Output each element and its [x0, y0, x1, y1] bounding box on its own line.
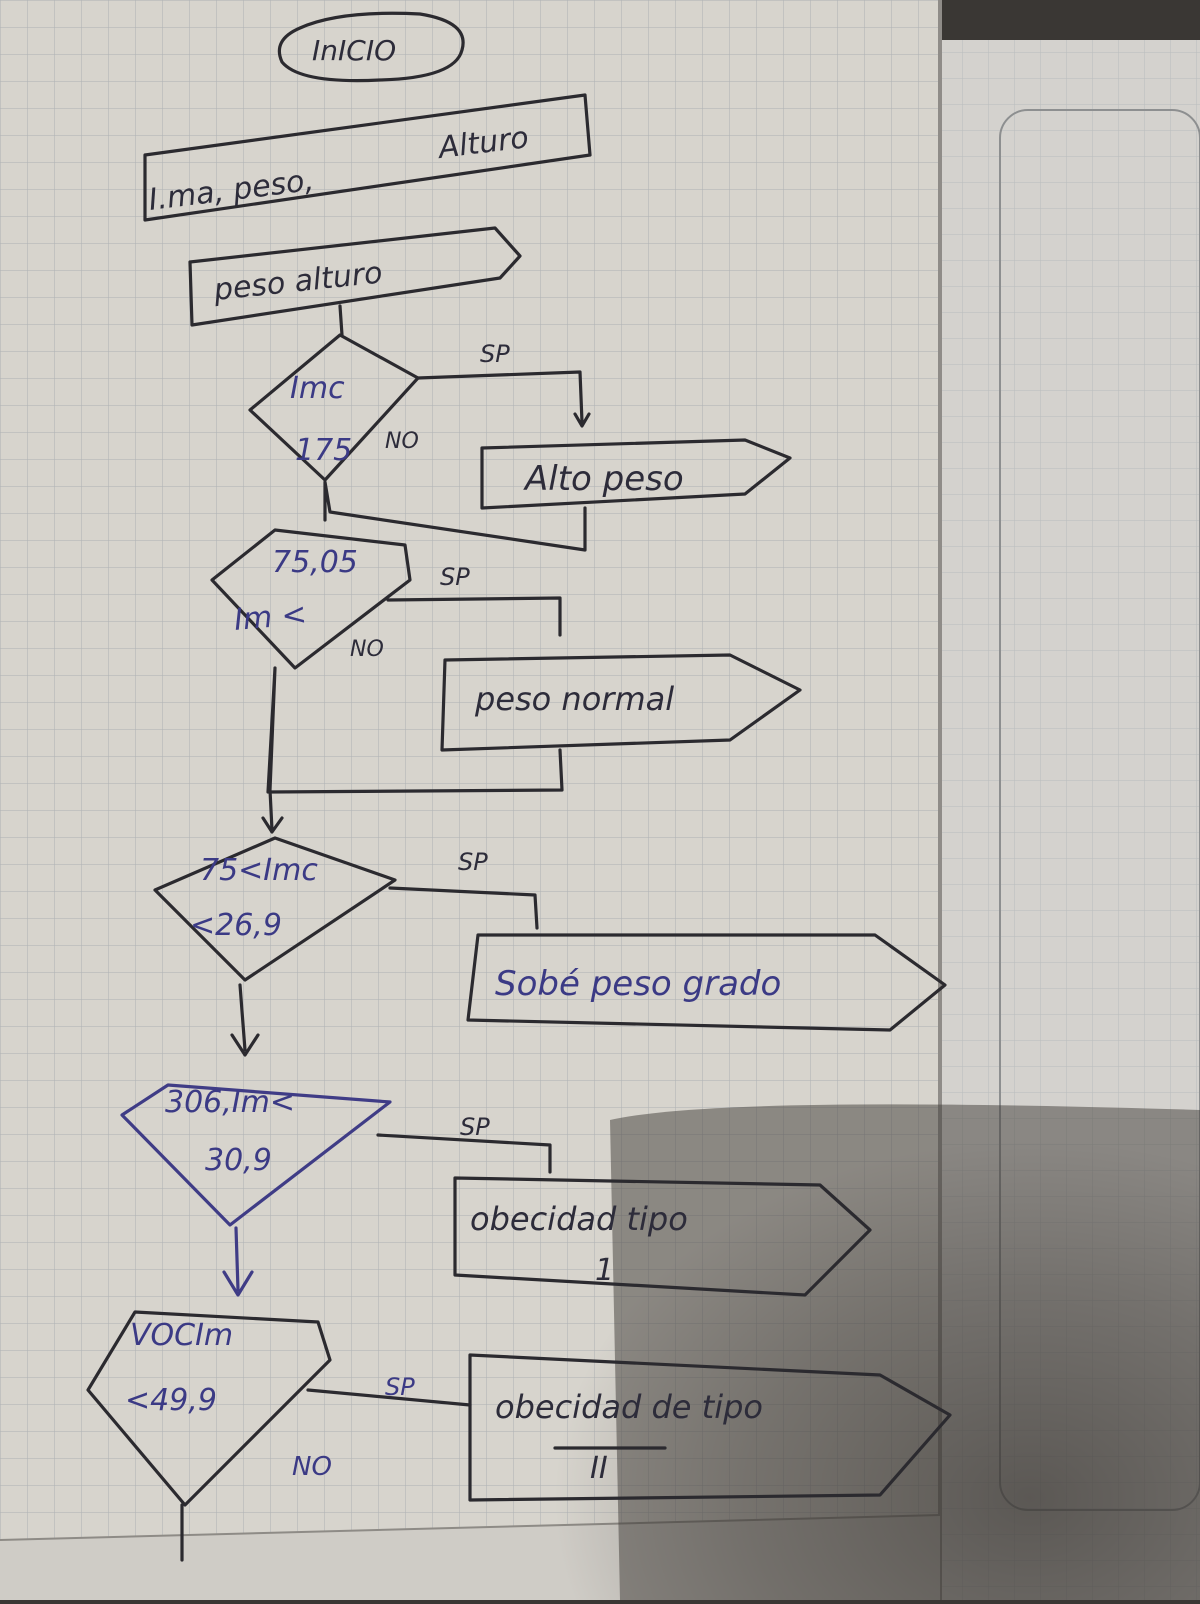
decision-4	[120, 1083, 392, 1227]
decision-3-yes: SP	[458, 848, 488, 876]
output-5-line-1: obecidad de tipo	[495, 1388, 763, 1426]
output-2	[440, 653, 802, 752]
decision-2-line-1: 75,05	[272, 545, 358, 580]
input-box	[143, 93, 592, 222]
decision-1-line-2: 175	[295, 433, 352, 468]
decision-4-line-1: 306,Im<	[165, 1085, 295, 1120]
decision-1-line-1: Imc	[290, 371, 345, 406]
output-3-label: Sobé peso grado	[495, 964, 781, 1004]
decision-2	[210, 528, 412, 670]
start-terminal	[277, 11, 465, 83]
output-3	[466, 933, 947, 1032]
output-4-line-2: 1	[595, 1253, 614, 1288]
decision-3-line-2: <26,9	[190, 908, 282, 943]
decision-1	[248, 333, 420, 482]
output-4-line-1: obecidad tipo	[470, 1200, 688, 1238]
decision-4-yes: SP	[460, 1113, 490, 1141]
start-label: InICIO	[312, 34, 396, 67]
output-5	[468, 1353, 952, 1502]
decision-5-line-2: <49,9	[125, 1383, 217, 1418]
output-2-label: peso normal	[474, 680, 674, 718]
decision-1-yes: SP	[480, 340, 510, 368]
input2-box	[188, 226, 522, 327]
decision-5-no: NO	[292, 1452, 332, 1482]
output-5-line-2: II	[590, 1451, 608, 1486]
decision-3	[153, 836, 397, 982]
output-1-label: Alto peso	[523, 459, 684, 499]
output-4	[453, 1176, 872, 1297]
decision-5-line-1: VOCIm	[130, 1318, 233, 1353]
output-1	[480, 438, 792, 510]
decision-5	[86, 1310, 332, 1507]
decision-2-yes: SP	[440, 563, 470, 591]
decision-2-line-2: Im <	[233, 597, 309, 638]
decision-3-line-1: 75<Imc	[200, 853, 318, 888]
decision-1-no: NO	[385, 429, 419, 454]
decision-2-no: NO	[350, 637, 384, 662]
decision-4-line-2: 30,9	[205, 1143, 272, 1178]
